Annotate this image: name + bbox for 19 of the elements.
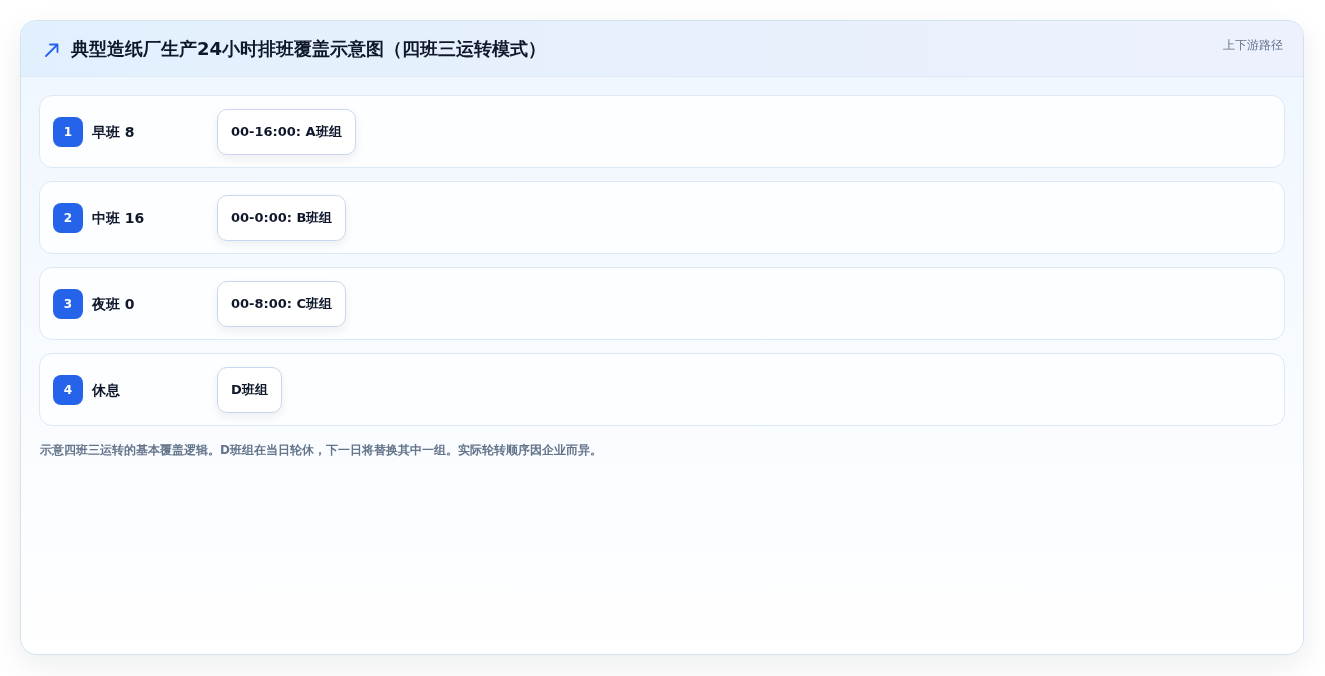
header-note: 上下游路径 — [1223, 37, 1283, 53]
shift-label: 休息 — [92, 381, 120, 399]
shift-label: 中班 16 — [92, 209, 145, 227]
shift-label: 夜班 0 — [92, 295, 135, 313]
team-chip: D班组 — [217, 367, 282, 413]
number-badge: 1 — [53, 117, 83, 147]
caption-note: 示意四班三运转的基本覆盖逻辑。D班组在当日轮休，下一日将替换其中一组。实际轮转顺序因企业而异。 — [40, 442, 602, 458]
shift-row-card — [39, 353, 1285, 426]
shift-row-card — [39, 267, 1285, 340]
shift-label: 早班 8 — [92, 123, 135, 141]
team-chip: 00-16:00: A班组 — [217, 109, 356, 155]
shift-row-card — [39, 95, 1285, 168]
team-chip: 00-0:00: B班组 — [217, 195, 347, 241]
number-badge: 2 — [53, 203, 83, 233]
number-badge: 3 — [53, 289, 83, 319]
diagram-title: 典型造纸厂生产24小时排班覆盖示意图（四班三运转模式） — [71, 38, 547, 60]
team-chip: 00-8:00: C班组 — [217, 281, 347, 327]
number-badge: 4 — [53, 375, 83, 405]
shift-row-card — [39, 181, 1285, 254]
